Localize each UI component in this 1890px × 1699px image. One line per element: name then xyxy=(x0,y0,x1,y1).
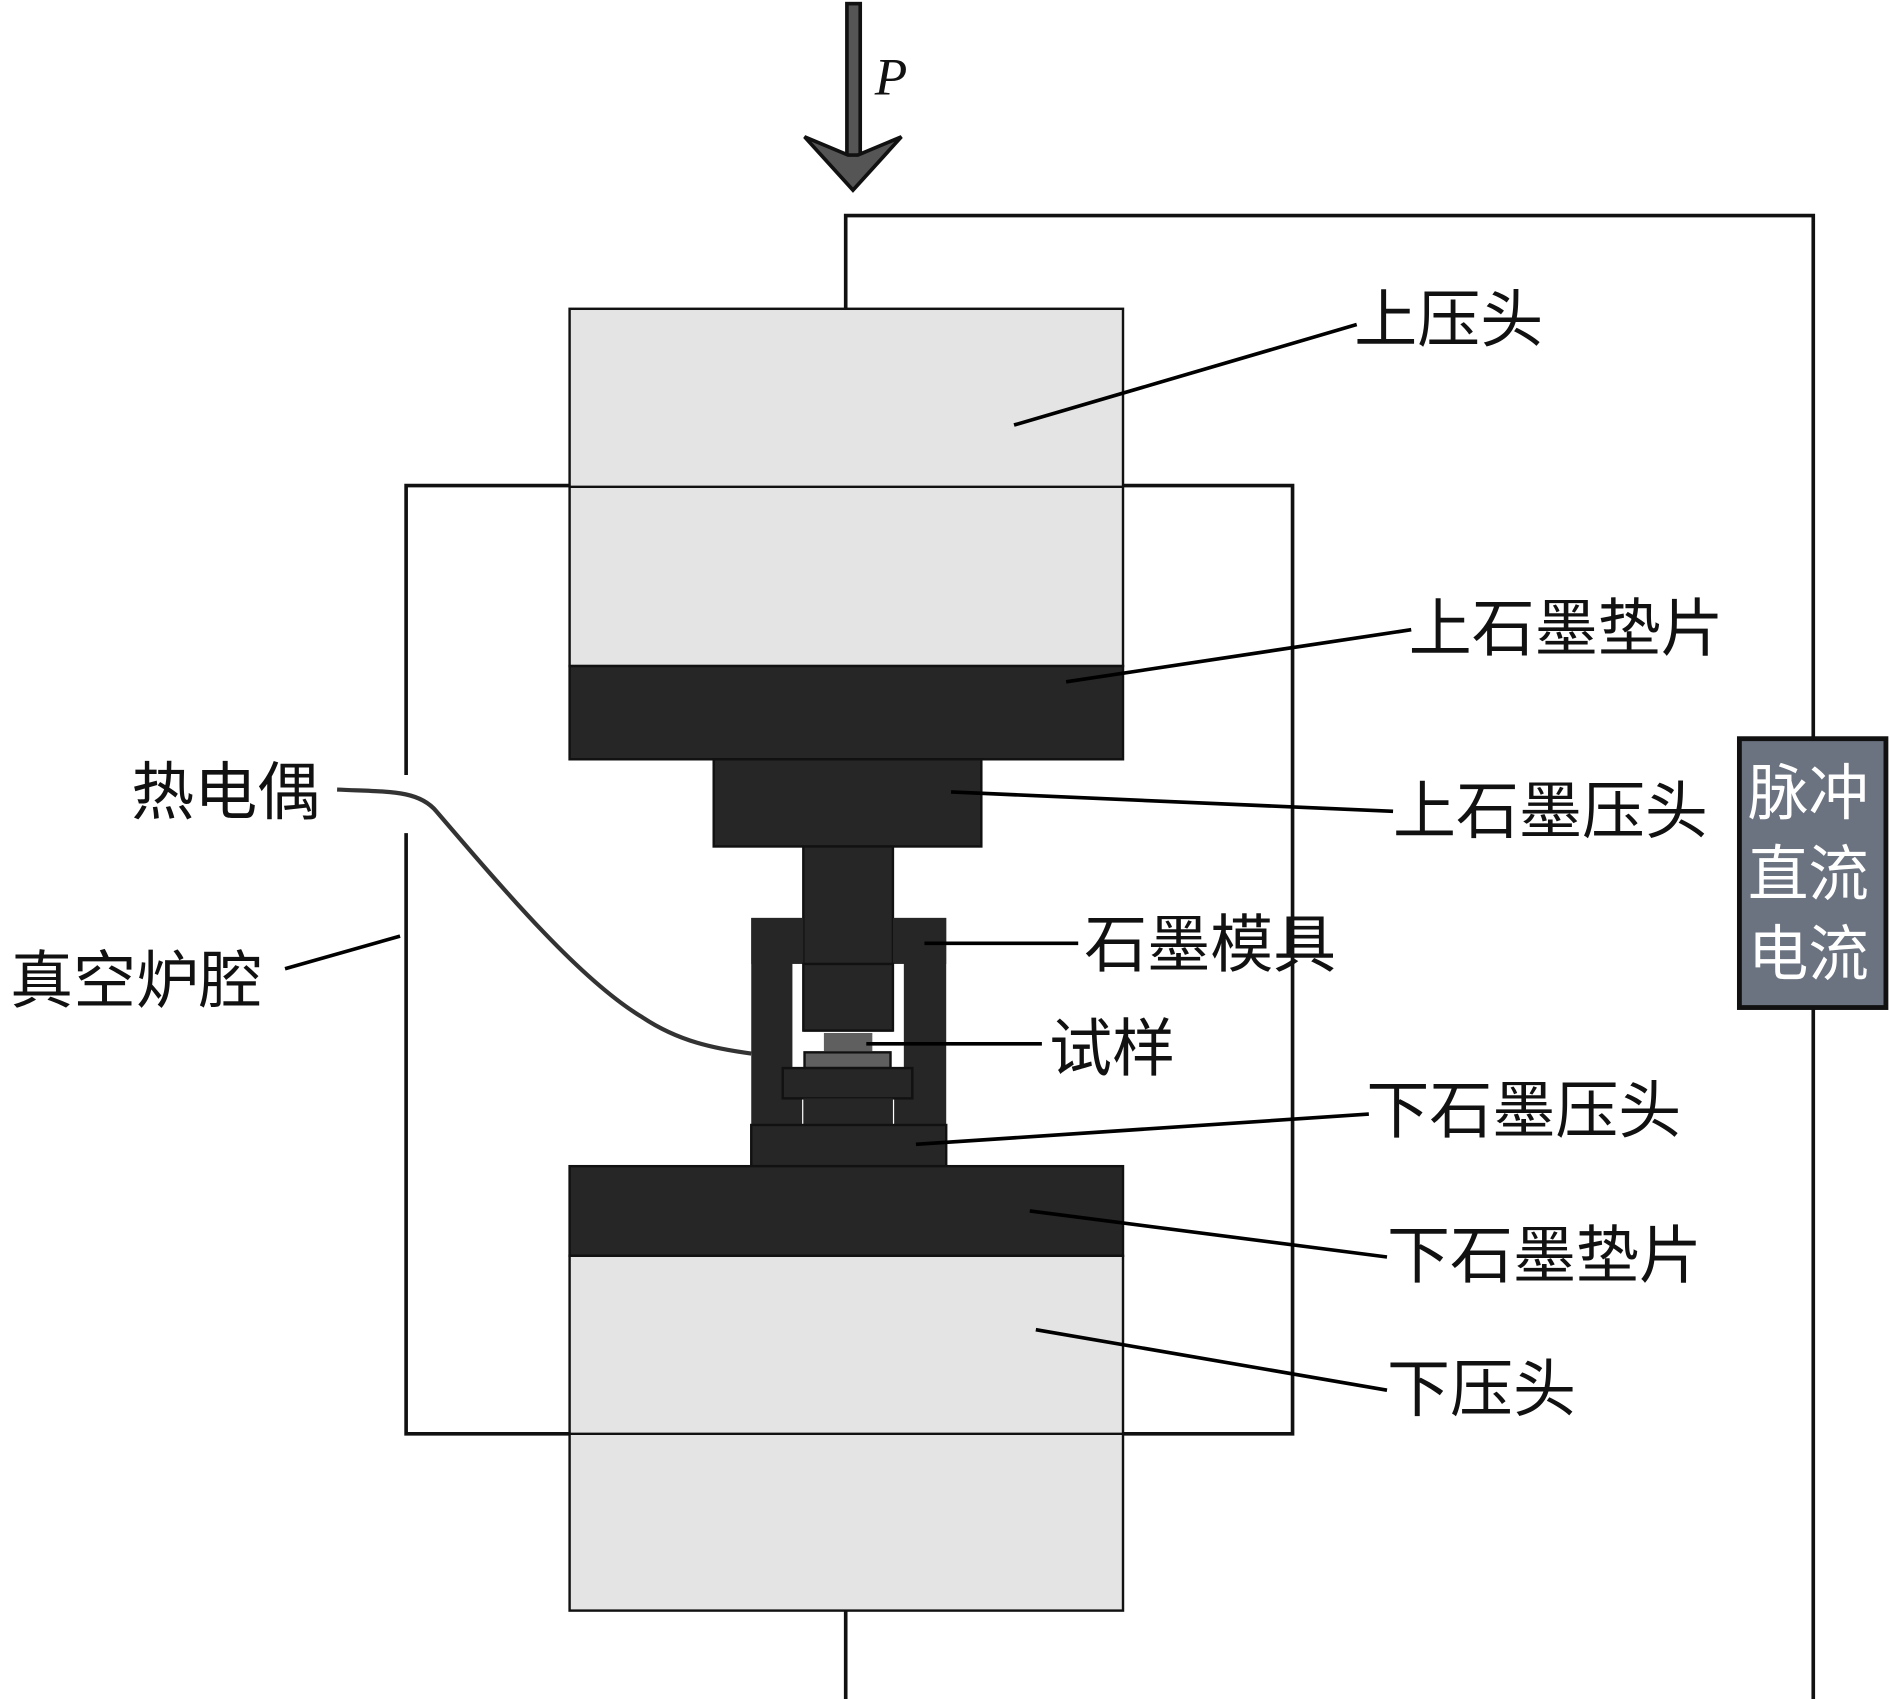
power-source-box xyxy=(1736,736,1889,1010)
power-source-line-1: 脉冲 xyxy=(1748,759,1869,829)
force-arrow-shaft xyxy=(845,1,863,163)
lower-graphite-punch xyxy=(750,1123,948,1168)
label-sample: 试样 xyxy=(1049,1013,1175,1086)
vacuum-chamber-outline xyxy=(404,483,1295,1436)
sample-base xyxy=(803,1051,892,1070)
power-source-line-3: 电流 xyxy=(1748,920,1869,990)
leader-lower-graphite-spacer xyxy=(1029,1209,1388,1259)
label-upper-graphite-spacer: 上石墨垫片 xyxy=(1409,592,1724,665)
leader-vacuum-chamber xyxy=(284,934,401,971)
label-lower-graphite-punch: 下石墨压头 xyxy=(1366,1074,1681,1147)
sample xyxy=(823,1032,873,1052)
circuit-wire xyxy=(843,213,1816,1699)
force-arrow-head xyxy=(803,135,903,193)
leader-lower-press-head xyxy=(1035,1327,1388,1392)
label-vacuum-chamber: 真空炉腔 xyxy=(10,945,262,1018)
die-gap-left xyxy=(792,963,804,1090)
graphite-die xyxy=(751,917,947,1136)
upper-graphite-punch xyxy=(712,758,983,848)
upper-graphite-spacer xyxy=(568,664,1125,761)
label-lower-graphite-spacer: 下石墨垫片 xyxy=(1387,1220,1702,1293)
pulsed-dc-power-source: 脉冲 直流 电流 xyxy=(1736,736,1889,1010)
label-lower-press-head: 下压头 xyxy=(1387,1353,1576,1426)
upper-punch-rod-lower xyxy=(802,962,895,1032)
label-upper-graphite-punch: 上石墨压头 xyxy=(1393,775,1708,848)
leader-upper-press-head xyxy=(1013,322,1358,427)
thermocouple-wire xyxy=(336,787,752,1056)
leader-lower-graphite-punch xyxy=(915,1112,1369,1147)
leader-upper-graphite-spacer xyxy=(1065,627,1412,684)
label-thermocouple: 热电偶 xyxy=(131,756,320,829)
force-arrow xyxy=(803,1,903,193)
die-gap-right xyxy=(892,963,904,1090)
power-source-line-2: 直流 xyxy=(1748,840,1869,910)
label-upper-press-head: 上压头 xyxy=(1354,283,1543,356)
label-graphite-die: 石墨模具 xyxy=(1084,908,1336,981)
leader-upper-graphite-punch xyxy=(950,790,1394,814)
force-label: P xyxy=(874,47,908,106)
lower-punch-plate xyxy=(781,1066,914,1100)
lower-punch-neck xyxy=(803,1098,893,1125)
